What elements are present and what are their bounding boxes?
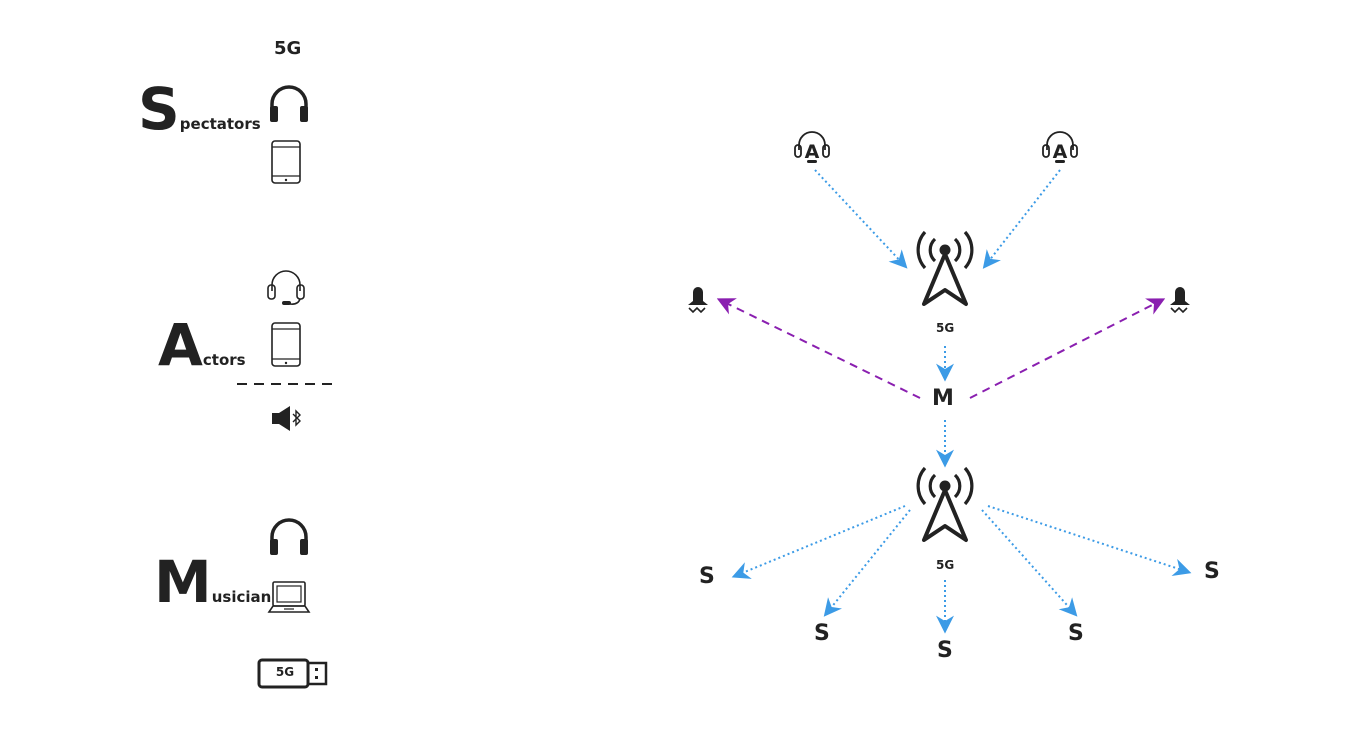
link-musician-to-speaker-left [716,298,921,399]
lower-tower-label: 5G [936,558,955,572]
legend-network-label: 5G [274,38,302,59]
musician-initial: M [154,548,212,616]
spectator-node-5: S [1204,559,1220,584]
speaker-icon [1170,287,1190,314]
svg-text:A: A [805,141,820,163]
headphones-icon [270,85,308,122]
link-actor-left-to-tower [814,169,908,269]
actors-initial: A [158,311,203,379]
smartphone-icon [271,140,301,184]
spectators-label: pectators [179,115,261,133]
musician-label: usician [211,588,272,606]
spectator-node-2: S [814,621,830,646]
link-actor-right-to-tower [982,169,1061,269]
link-tower-to-spectator-4 [981,509,1078,617]
legend-actors: Actors [158,316,246,374]
headphones-icon [270,518,308,555]
cell-tower-icon [916,466,974,542]
bluetooth-speaker-icon [272,406,301,431]
link-tower-to-spectator-5 [987,505,1192,577]
headset-a-icon: A [1042,131,1078,163]
cell-tower-icon [916,230,974,306]
upper-tower-label: 5G [936,321,955,335]
actors-label: ctors [202,351,246,369]
smartphone-icon [271,322,301,367]
legend-musician: Musician [154,553,271,611]
spectator-node-1: S [699,564,715,589]
dongle-label: 5G [275,665,295,679]
musician-node: M [932,386,954,411]
spectators-initial: S [138,75,180,143]
spectator-node-3: S [937,638,953,663]
speaker-icon [688,287,708,314]
legend-spectators: Spectators [138,80,261,138]
laptop-icon [267,581,311,613]
spectator-node-4: S [1068,621,1084,646]
link-tower-to-spectator-2 [823,509,911,617]
headset-icon [267,270,305,305]
link-tower-to-spectator-1 [731,505,906,579]
link-musician-to-speaker-right [969,298,1166,399]
5g-usb-dongle-icon [257,658,328,689]
headset-a-icon: A [794,131,830,163]
svg-text:A: A [1053,141,1068,163]
